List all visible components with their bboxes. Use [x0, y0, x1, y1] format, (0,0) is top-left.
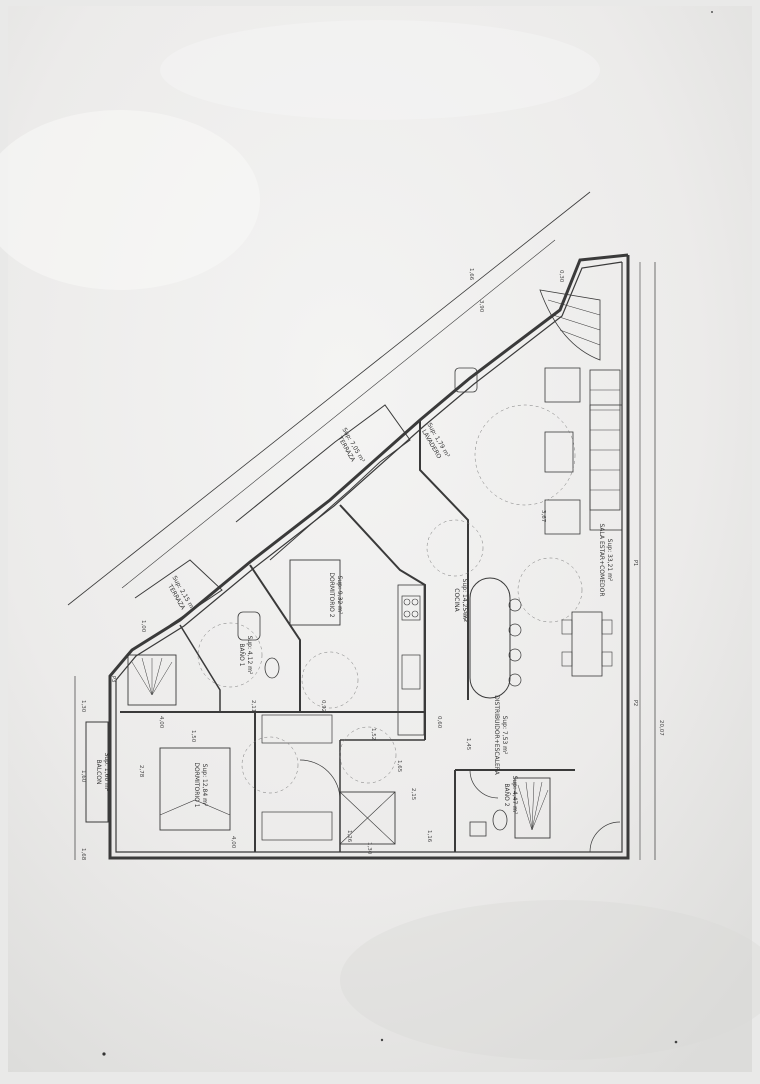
- washbasin: [469, 821, 487, 837]
- outer-wall: [108, 253, 630, 860]
- paper-speck: [102, 1052, 106, 1056]
- stool: [508, 673, 522, 687]
- marker-label: P2: [632, 700, 638, 706]
- plan-drawing: [67, 191, 656, 860]
- sink: [401, 654, 421, 690]
- diagonal-dimension-line: [121, 239, 556, 589]
- shadow-spot: [340, 900, 760, 1060]
- room-area-bano2: Sup: 4,47 m²: [511, 776, 518, 815]
- dimension-label: 1,30: [80, 700, 86, 713]
- room-area-cocina: Sup: 14,25 m²: [461, 579, 468, 622]
- dimension-label: 2,15: [410, 788, 416, 801]
- dimension-label: 1,26: [346, 830, 352, 843]
- marker-label: P1: [632, 560, 638, 566]
- stool: [508, 623, 522, 637]
- room-area-distribuidor: Sup: 7,53 m²: [501, 716, 508, 755]
- wardrobe: [261, 811, 333, 841]
- wardrobe: [261, 714, 333, 744]
- room-area-dormitorio1: Sup: 12,84 m²: [201, 764, 208, 807]
- dining-table: [571, 611, 603, 677]
- partition-wall: [179, 624, 221, 712]
- dimension-label: 1,50: [190, 730, 196, 743]
- chair: [454, 367, 478, 393]
- dimension-label: 2,78: [138, 765, 144, 778]
- bed: [289, 559, 341, 626]
- armchair: [544, 499, 581, 535]
- room-name-distribuidor: DISTRIBUIDOR+ESCALERA: [493, 695, 500, 776]
- storage-closet: [339, 791, 396, 845]
- dimension-label: 1,65: [396, 760, 402, 773]
- room-name-balcon: BALCON: [95, 760, 102, 785]
- toilet: [264, 657, 280, 679]
- terrace-outline: [134, 559, 223, 626]
- room-area-bano1: Sup: 4,12 m²: [246, 636, 253, 675]
- dimension-label: 0,60: [436, 716, 442, 729]
- diagonal-dimension-line: [67, 191, 591, 606]
- dimension-label: 0,30: [558, 270, 564, 283]
- room-area-balcon: Sup: 1,60 m²: [103, 753, 110, 792]
- room-name-bano1: BAÑO 1: [238, 643, 245, 666]
- room-area-dormitorio2: Sup: 9,32 m²: [336, 576, 343, 615]
- dimension-label: 1,68: [80, 848, 86, 861]
- partition-wall: [249, 564, 301, 712]
- dimension-label: 0,92: [320, 700, 326, 712]
- room-name-dormitorio1: DORMITORIO 1: [193, 762, 200, 807]
- door-swing: [469, 769, 499, 799]
- cooktop: [401, 595, 421, 621]
- dimension-label: 1,16: [426, 830, 432, 843]
- armchair: [544, 367, 581, 403]
- room-name-cocina: COCINA: [453, 588, 460, 612]
- paper-speck: [711, 11, 713, 13]
- room-area-sala: Sup: 33,21 m²: [606, 539, 613, 582]
- balcony-outline: [85, 721, 109, 823]
- outer-wall-inner: [115, 261, 623, 853]
- partition-wall: [339, 504, 426, 740]
- stool: [508, 648, 522, 662]
- dimension-label: 1,66: [468, 268, 474, 281]
- stool: [508, 598, 522, 612]
- dimension-label: 3,67: [540, 510, 546, 523]
- marker-label: P3: [110, 676, 116, 682]
- partition-wall: [419, 420, 469, 700]
- dimension-label: 1,45: [465, 738, 471, 751]
- bed: [159, 747, 231, 831]
- dimension-label: 20,07: [658, 720, 664, 736]
- dimension-label: 1,60: [80, 770, 86, 783]
- dimension-labels: 3,90 1,30 1,60 1,00 4,00 2,11 0,92 1,52 …: [80, 268, 664, 861]
- glare-spot: [160, 20, 600, 120]
- paper-speck: [380, 1038, 384, 1042]
- dimension-label: 4,00: [158, 716, 164, 729]
- kitchen-island: [469, 577, 511, 699]
- dimension-label: 1,30: [366, 842, 372, 855]
- dimension-label: 1,00: [140, 620, 146, 633]
- coffee-table: [544, 431, 574, 473]
- room-name-bano2: BAÑO 2: [503, 783, 510, 806]
- sofa: [589, 404, 623, 531]
- dimension-label: 3,90: [478, 300, 484, 313]
- dimension-label: 4,00: [230, 836, 236, 849]
- room-name-sala: SALA ESTAR+COMEDOR: [598, 523, 605, 596]
- paper-speck: [674, 1040, 678, 1044]
- toilet: [492, 809, 508, 831]
- dimension-label: 3,72: [462, 610, 468, 622]
- washbasin: [237, 611, 261, 641]
- door-swing: [589, 821, 621, 853]
- terrace-outline: [235, 404, 411, 561]
- shower-tray: [514, 777, 551, 839]
- markers: P1 P2 P3: [110, 560, 638, 706]
- glare-spot: [0, 110, 260, 290]
- room-name-dormitorio2: DORMITORIO 2: [328, 572, 335, 617]
- shower-tray: [127, 654, 177, 706]
- kitchen-counter: [397, 584, 425, 736]
- dimension-label: 2,11: [250, 700, 256, 712]
- dimension-label: 1,52: [370, 728, 376, 740]
- door-swing: [299, 759, 341, 801]
- staircase: [539, 289, 601, 361]
